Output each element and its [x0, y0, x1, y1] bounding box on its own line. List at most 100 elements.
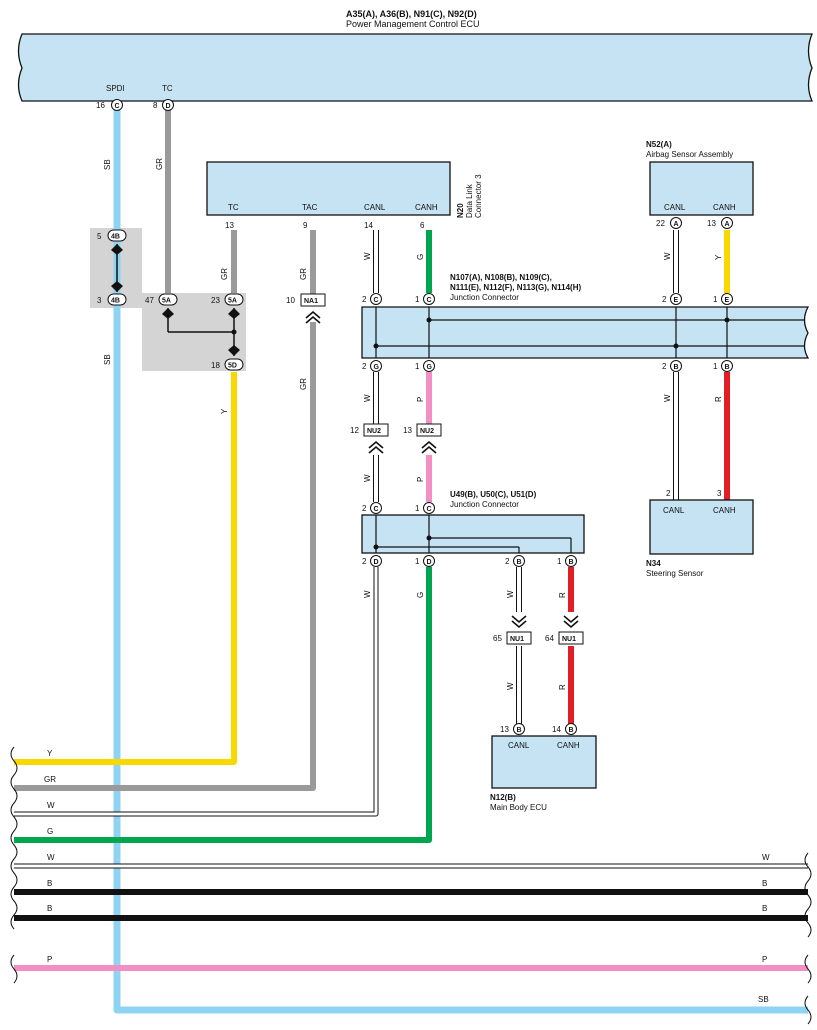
jc1-codes-2: N111(E), N112(F), N113(G), N114(H): [450, 283, 582, 292]
svg-text:A: A: [674, 221, 679, 228]
bus-label-gr: GR: [44, 775, 56, 784]
svg-text:4B: 4B: [111, 298, 120, 305]
pin-jc1-top-1e: E 1: [713, 293, 733, 305]
bus-label-b1-right: B: [762, 879, 767, 888]
bus-label-w-right: W: [762, 853, 770, 862]
wire-label-y-1: Y: [220, 408, 229, 414]
dlc-pin-tc: TC: [228, 203, 239, 212]
airbag-pin-canh: CANH: [713, 203, 736, 212]
dlc-pin-num-9: 9: [303, 221, 308, 230]
wire-label-w-6: W: [506, 682, 515, 690]
svg-text:1: 1: [415, 504, 420, 513]
svg-text:E: E: [674, 297, 679, 304]
bus-label-w-left: W: [47, 853, 55, 862]
wire-label-y-2: Y: [714, 254, 723, 260]
jc2-name: Junction Connector: [450, 500, 519, 509]
wire-label-r-2: R: [558, 684, 567, 690]
svg-text:1: 1: [713, 362, 718, 371]
wire-w-steering: W: [663, 372, 679, 500]
dlc-name-2: Connector 3: [474, 174, 483, 218]
pin-jc2-bottom-1d: D 1: [415, 555, 435, 567]
dlc-pin-num-13: 13: [225, 221, 234, 230]
svg-text:B: B: [569, 559, 574, 566]
wire-label-gr-2: GR: [220, 268, 229, 280]
wire-label-p-1: P: [416, 397, 425, 402]
pin-jc1-top-2e: E 2: [662, 293, 682, 305]
wire-sb: SB SB: [103, 110, 808, 1014]
wire-label-w-4: W: [363, 590, 372, 598]
wire-label-g-1: G: [416, 254, 425, 260]
dlc-pin-canh: CANH: [415, 203, 438, 212]
wire-gr-tac: GR GR: [14, 230, 316, 791]
svg-text:1: 1: [557, 557, 562, 566]
wire-r-steering: R: [714, 372, 730, 500]
svg-text:5A: 5A: [228, 298, 237, 305]
svg-text:B: B: [517, 727, 522, 734]
svg-text:2: 2: [662, 295, 667, 304]
wire-label-w-3: W: [363, 474, 372, 482]
wire-g-dlc-canh: G: [416, 230, 432, 293]
steering-pin-canl: CANL: [663, 506, 685, 515]
steering-code: N34: [646, 559, 661, 568]
airbag-name: Airbag Sensor Assembly: [646, 150, 733, 159]
pin-4b-3: 4B 3: [97, 293, 127, 306]
svg-text:B: B: [674, 364, 679, 371]
ecu-name: Power Management Control ECU: [346, 19, 480, 29]
wire-label-w-8: W: [663, 394, 672, 402]
svg-text:C: C: [427, 297, 432, 304]
pin-jc1-top-2c: C 2: [362, 293, 382, 305]
wire-w-dlc-canl: W: [363, 230, 379, 293]
pin-ecu-8d: D 8: [153, 99, 174, 111]
svg-text:D: D: [427, 559, 432, 566]
svg-text:12: 12: [350, 426, 359, 435]
airbag-code: N52(A): [646, 140, 672, 149]
svg-text:5D: 5D: [228, 363, 237, 370]
dlc-name-1: Data Link: [465, 183, 474, 218]
svg-text:13: 13: [403, 426, 412, 435]
inline-connector-na1: NA1 10: [286, 293, 326, 324]
bus-break-left: [10, 746, 18, 984]
pin-airbag-13a: A 13: [707, 217, 733, 229]
jc1-name: Junction Connector: [450, 293, 519, 302]
bus-label-g: G: [47, 827, 53, 836]
junction-connector-2: U49(B), U50(C), U51(D) Junction Connecto…: [361, 490, 585, 554]
svg-text:23: 23: [211, 296, 220, 305]
steering-sensor: N34 Steering Sensor CANL CANH 2 3: [646, 489, 754, 578]
pin-airbag-22a: A 22: [656, 217, 682, 229]
svg-text:2: 2: [362, 362, 367, 371]
wire-label-gr-4: GR: [299, 378, 308, 390]
inline-connector-nu2-12: NU2 12: [350, 423, 389, 454]
wire-label-p-2: P: [416, 477, 425, 482]
svg-text:4B: 4B: [111, 234, 120, 241]
wire-label-r-3: R: [714, 396, 723, 402]
svg-text:3: 3: [97, 296, 102, 305]
svg-text:16: 16: [96, 101, 105, 110]
bus-label-b1-left: B: [47, 879, 52, 888]
svg-text:B: B: [517, 559, 522, 566]
wire-label-w-5: W: [506, 590, 515, 598]
pin-jc1-top-1c: C 1: [415, 293, 435, 305]
pin-5d-18: 5D 18: [211, 358, 244, 371]
pin-jc1-bottom-1b: B 1: [713, 360, 733, 372]
svg-text:D: D: [166, 103, 171, 110]
inline-connector-nu1-65: NU1 65: [493, 615, 532, 645]
airbag-pin-canl: CANL: [664, 203, 686, 212]
pin-jc2-bottom-2d: D 2: [362, 555, 382, 567]
wire-label-g-2: G: [416, 592, 425, 598]
inline-connector-nu2-13: NU2 13: [403, 423, 442, 454]
steering-pin-num-3: 3: [717, 489, 722, 498]
svg-text:E: E: [725, 297, 730, 304]
airbag-sensor-assembly: N52(A) Airbag Sensor Assembly CANL CANH: [646, 140, 754, 216]
svg-text:14: 14: [552, 725, 561, 734]
bus-break-right: [804, 852, 812, 1025]
wire-y-airbag: Y: [714, 230, 730, 293]
bus-labels: Y GR W G W W B B B B P P SB: [44, 749, 770, 1004]
main-body-name: Main Body ECU: [490, 803, 547, 812]
ecu-codes: A35(A), A36(B), N91(C), N92(D): [346, 9, 477, 19]
dlc-pin-tac: TAC: [302, 203, 318, 212]
ecu-pin-label-spdi: SPDI: [106, 84, 125, 93]
power-management-ecu: A35(A), A36(B), N91(C), N92(D) Power Man…: [17, 9, 813, 102]
svg-text:47: 47: [145, 296, 154, 305]
svg-text:1: 1: [415, 295, 420, 304]
